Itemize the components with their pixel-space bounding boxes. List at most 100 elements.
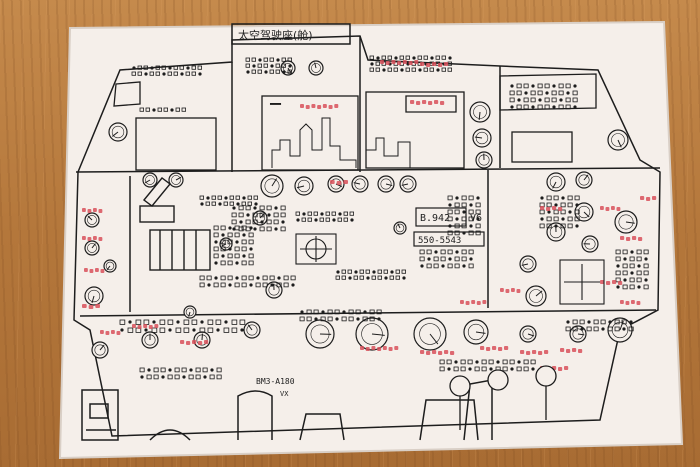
gauge-dial <box>141 331 159 349</box>
red-label <box>82 208 103 213</box>
gauge-dial <box>142 172 158 188</box>
gauge-dial <box>168 172 184 188</box>
switch-bank <box>447 195 481 236</box>
red-label <box>600 280 623 285</box>
switch-bank <box>199 195 258 206</box>
red-label <box>420 62 449 67</box>
red-label <box>460 300 487 305</box>
switch-bank <box>119 319 246 333</box>
red-label <box>540 206 563 211</box>
gauge-dial <box>475 151 493 169</box>
control-levers <box>139 177 211 271</box>
gauge-dial <box>581 235 599 253</box>
gauge-dial <box>519 325 537 343</box>
switch-bank <box>139 107 186 112</box>
switch-bank <box>295 211 354 222</box>
switch-bank <box>419 249 474 269</box>
gauge-dial <box>569 325 587 343</box>
gauge-dial <box>305 319 335 349</box>
red-label <box>480 346 509 351</box>
svg-text:BM3-A180: BM3-A180 <box>256 377 295 386</box>
pilot-seats <box>81 379 493 441</box>
gauge-dial <box>193 331 211 349</box>
switch-bank <box>509 83 578 110</box>
red-label <box>410 100 445 105</box>
switch-bank <box>335 269 406 280</box>
gauge-dial <box>413 317 447 351</box>
red-label <box>640 196 657 201</box>
red-label <box>300 104 339 109</box>
gauge-dial <box>183 305 197 319</box>
red-label <box>620 300 641 305</box>
gauge-dial <box>525 285 547 307</box>
switch-bank <box>439 359 536 372</box>
red-label <box>132 324 159 329</box>
red-label <box>620 236 643 241</box>
gauge-dial <box>265 281 283 299</box>
switch-banks <box>119 55 649 380</box>
switch-bank <box>139 367 222 380</box>
gauge-dial <box>84 212 100 228</box>
red-label <box>84 268 105 273</box>
gauge-dial <box>108 122 128 142</box>
switch-bank <box>213 225 254 266</box>
red-label <box>500 288 521 293</box>
red-label <box>82 236 103 241</box>
gauge-dial <box>355 317 389 351</box>
gauge-dial <box>260 174 284 198</box>
gauge-dial <box>327 175 345 193</box>
red-label <box>82 304 100 309</box>
switch-bank <box>245 57 292 74</box>
red-label-scribbles <box>82 60 657 371</box>
red-label <box>600 206 621 211</box>
gauge-dial <box>84 240 100 256</box>
cockpit-outline <box>73 35 661 437</box>
svg-text:一: 一 <box>270 98 281 111</box>
gauge-dial <box>614 210 638 234</box>
switch-bank <box>565 319 634 332</box>
svg-text:550-5543: 550-5543 <box>418 236 461 246</box>
title-plaque: 太空驾驶座(舱) <box>231 23 351 45</box>
red-label <box>380 60 419 65</box>
gauge-dial <box>546 172 566 192</box>
city-silhouette: 一 <box>270 98 411 168</box>
gauge-dial <box>399 175 417 193</box>
red-label <box>360 346 399 351</box>
svg-text:VX: VX <box>280 390 289 398</box>
red-label <box>420 350 455 355</box>
red-label <box>100 330 121 335</box>
red-label <box>520 350 549 355</box>
gauge-dial <box>519 255 537 273</box>
gauge-dial <box>607 317 633 343</box>
gauge-dial <box>84 286 104 306</box>
gauge-dial <box>574 202 594 222</box>
gauge-dial <box>91 341 109 359</box>
gauge-dial <box>243 321 261 339</box>
gauge-dial <box>463 319 489 345</box>
switch-bank <box>299 309 382 322</box>
red-label <box>180 340 209 345</box>
switch-bank <box>615 249 649 290</box>
gauge-dial <box>469 101 491 123</box>
red-label <box>560 348 583 353</box>
svg-text:V6: V6 <box>470 213 482 224</box>
switch-bank <box>231 205 286 232</box>
windshield-panels <box>113 73 597 171</box>
model-code-label: BM3-A180 VX <box>256 377 295 398</box>
gauge-dial <box>607 129 629 151</box>
gauge-dial <box>472 128 492 148</box>
gauge-dial <box>351 175 369 193</box>
radar-display <box>295 233 605 305</box>
switch-bank <box>199 275 296 288</box>
svg-text:B.942: B.942 <box>420 213 450 224</box>
bottom-gauges <box>449 365 557 430</box>
gauge-dial <box>393 221 407 235</box>
gauge-dial <box>103 259 117 273</box>
red-label <box>330 180 348 185</box>
switch-bank <box>131 65 202 76</box>
gauge-dial <box>308 60 324 76</box>
gauge-dial <box>575 171 593 189</box>
gauge-dial <box>294 176 314 196</box>
gauge-dial <box>377 175 395 193</box>
